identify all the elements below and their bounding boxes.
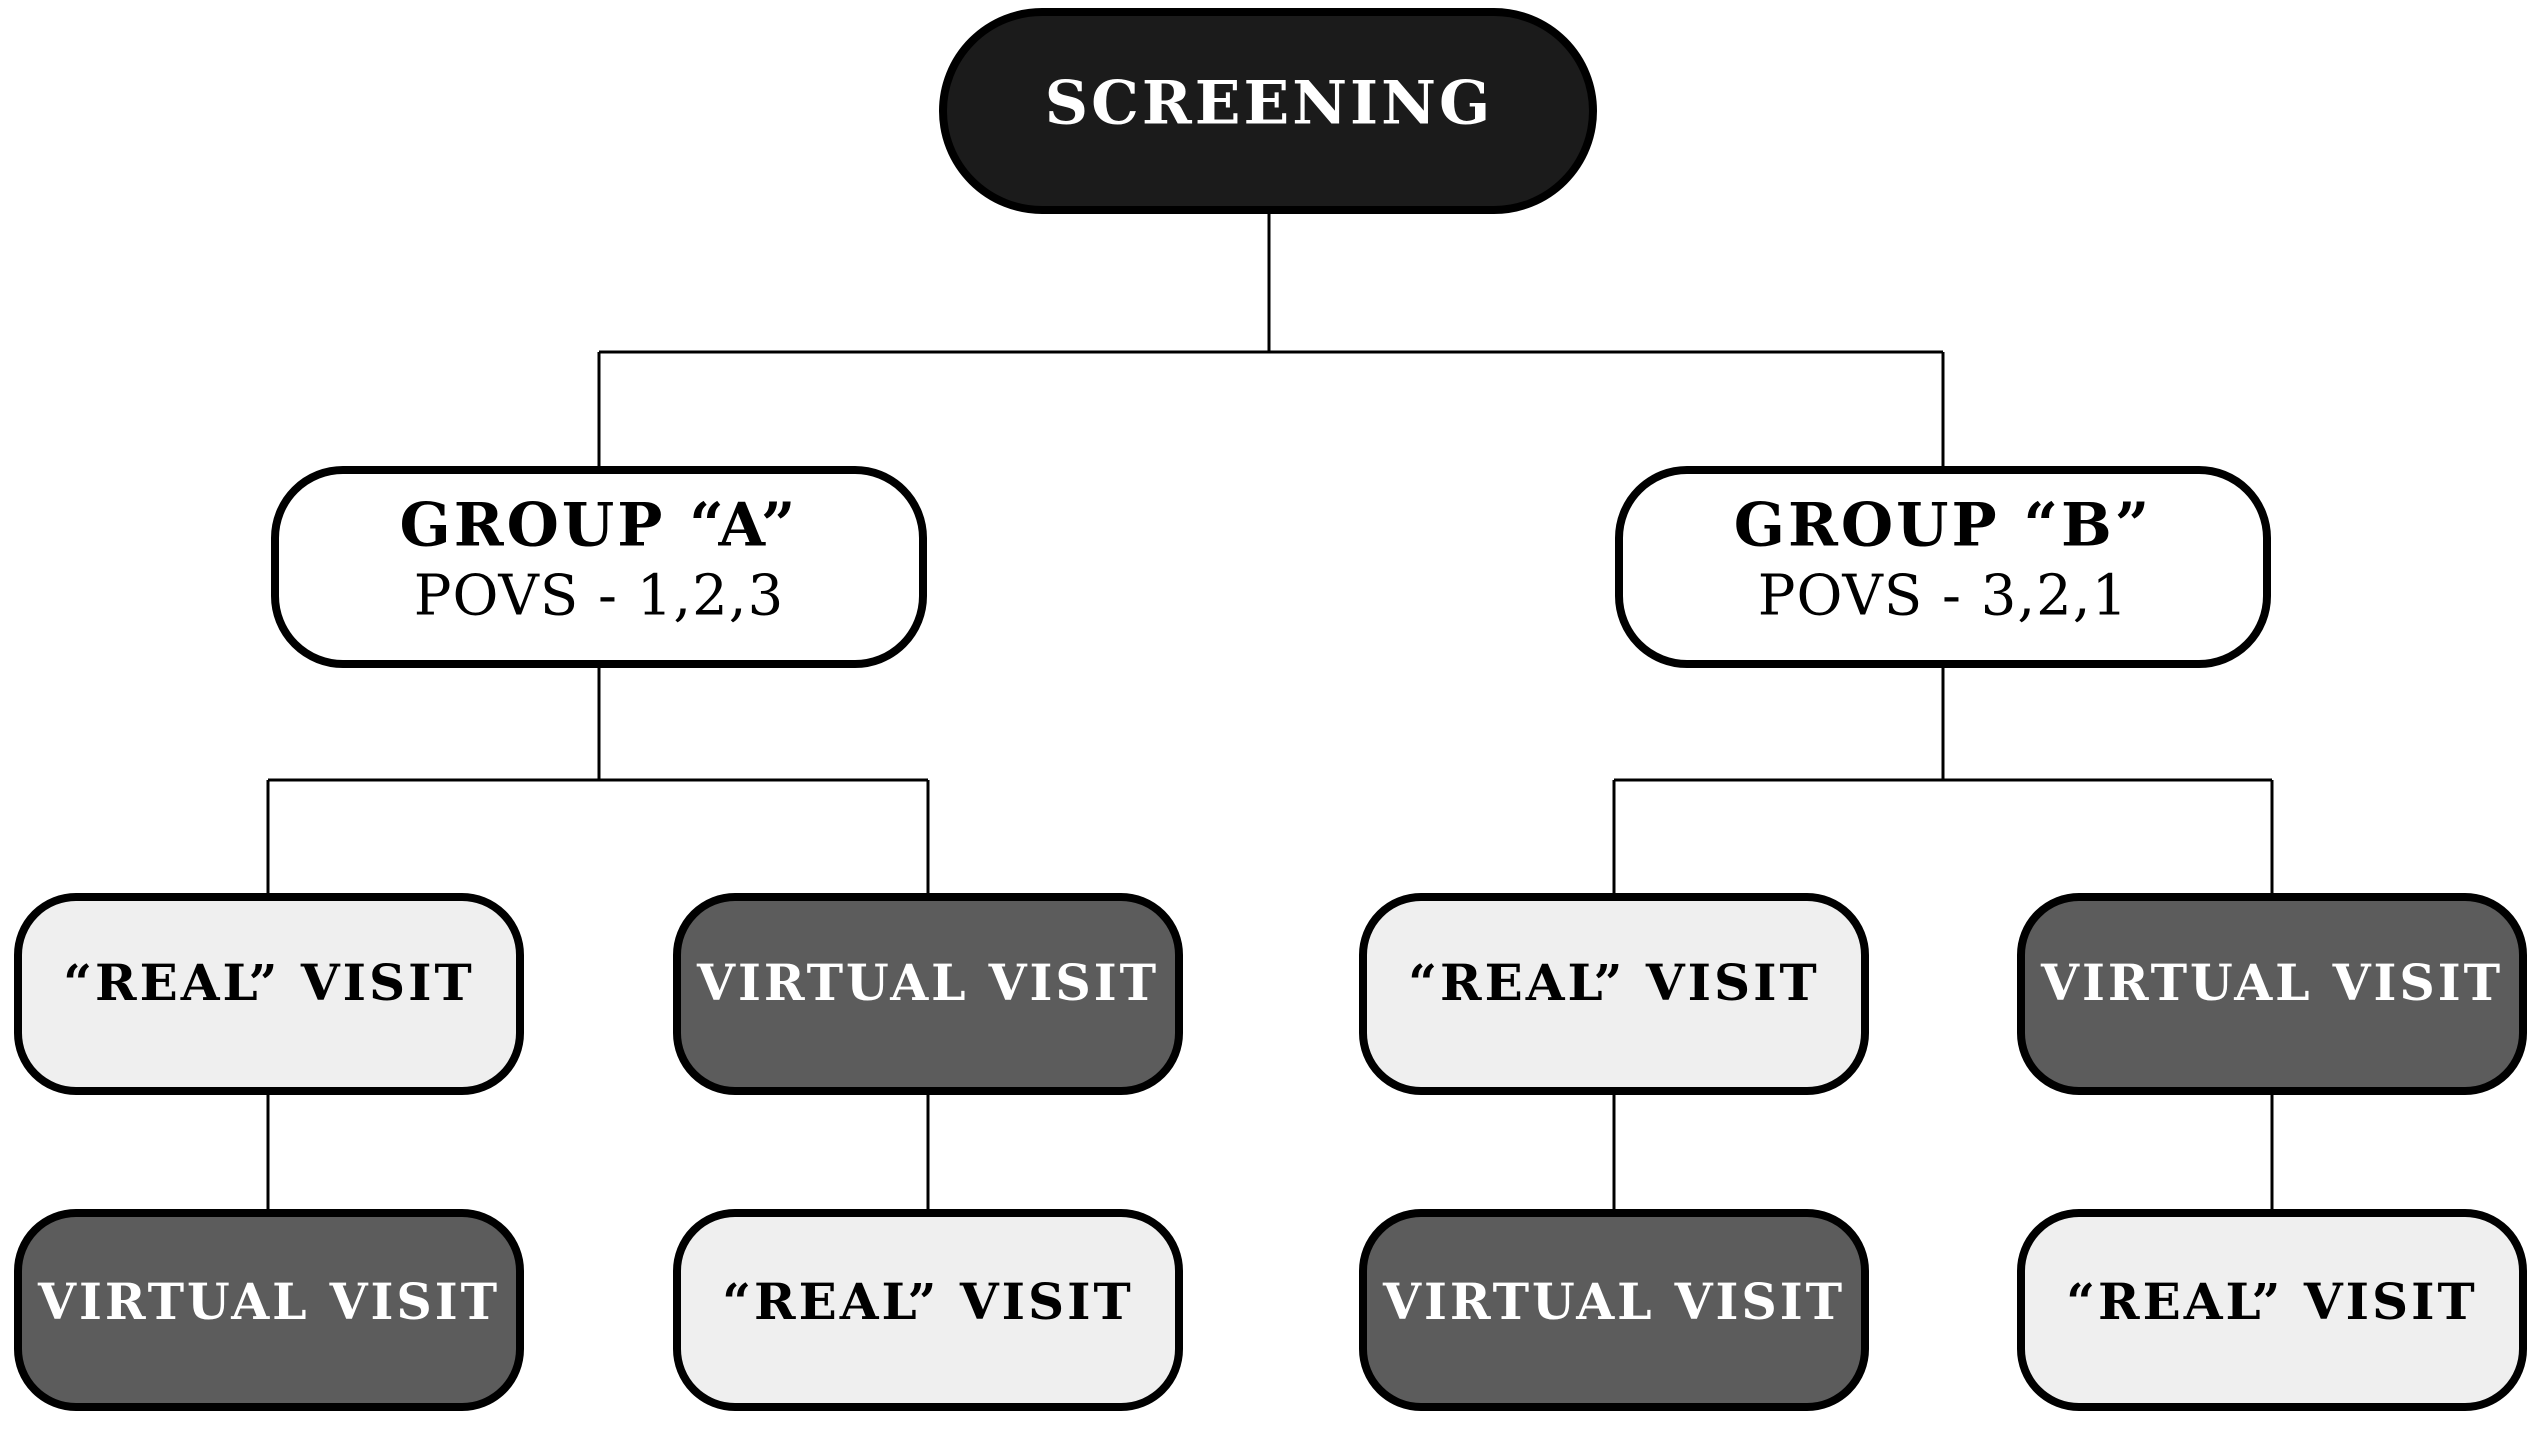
group-b-subtitle: POVS - 3,2,1 bbox=[1758, 564, 2128, 629]
group-a-subtitle: POVS - 1,2,3 bbox=[414, 564, 784, 629]
group-b-title: GROUP “B” bbox=[1734, 491, 2152, 561]
visit-label: VIRTUAL VISIT bbox=[37, 1272, 500, 1331]
visit-label: “REAL” VISIT bbox=[722, 1272, 1133, 1331]
visit-label: VIRTUAL VISIT bbox=[1382, 1272, 1845, 1331]
visit-label: VIRTUAL VISIT bbox=[2040, 953, 2503, 1012]
group-a-path2-second-visit: “REAL” VISIT bbox=[673, 1209, 1183, 1411]
visit-label: “REAL” VISIT bbox=[63, 953, 474, 1012]
group-b-path1-second-visit: VIRTUAL VISIT bbox=[1359, 1209, 1869, 1411]
group-a-node: GROUP “A” POVS - 1,2,3 bbox=[271, 466, 927, 668]
group-a-path1-second-visit: VIRTUAL VISIT bbox=[14, 1209, 524, 1411]
screening-label: SCREENING bbox=[1045, 69, 1493, 139]
group-a-title: GROUP “A” bbox=[400, 491, 799, 561]
visit-label: “REAL” VISIT bbox=[1408, 953, 1819, 1012]
screening-node: SCREENING bbox=[939, 8, 1597, 214]
group-b-path2-second-visit: “REAL” VISIT bbox=[2017, 1209, 2527, 1411]
visit-label: VIRTUAL VISIT bbox=[696, 953, 1159, 1012]
group-b-node: GROUP “B” POVS - 3,2,1 bbox=[1615, 466, 2271, 668]
group-b-path2-first-visit: VIRTUAL VISIT bbox=[2017, 893, 2527, 1095]
visit-label: “REAL” VISIT bbox=[2066, 1272, 2477, 1331]
group-a-path2-first-visit: VIRTUAL VISIT bbox=[673, 893, 1183, 1095]
connectors bbox=[266, 214, 2274, 1213]
group-a-path1-first-visit: “REAL” VISIT bbox=[14, 893, 524, 1095]
group-b-path1-first-visit: “REAL” VISIT bbox=[1359, 893, 1869, 1095]
